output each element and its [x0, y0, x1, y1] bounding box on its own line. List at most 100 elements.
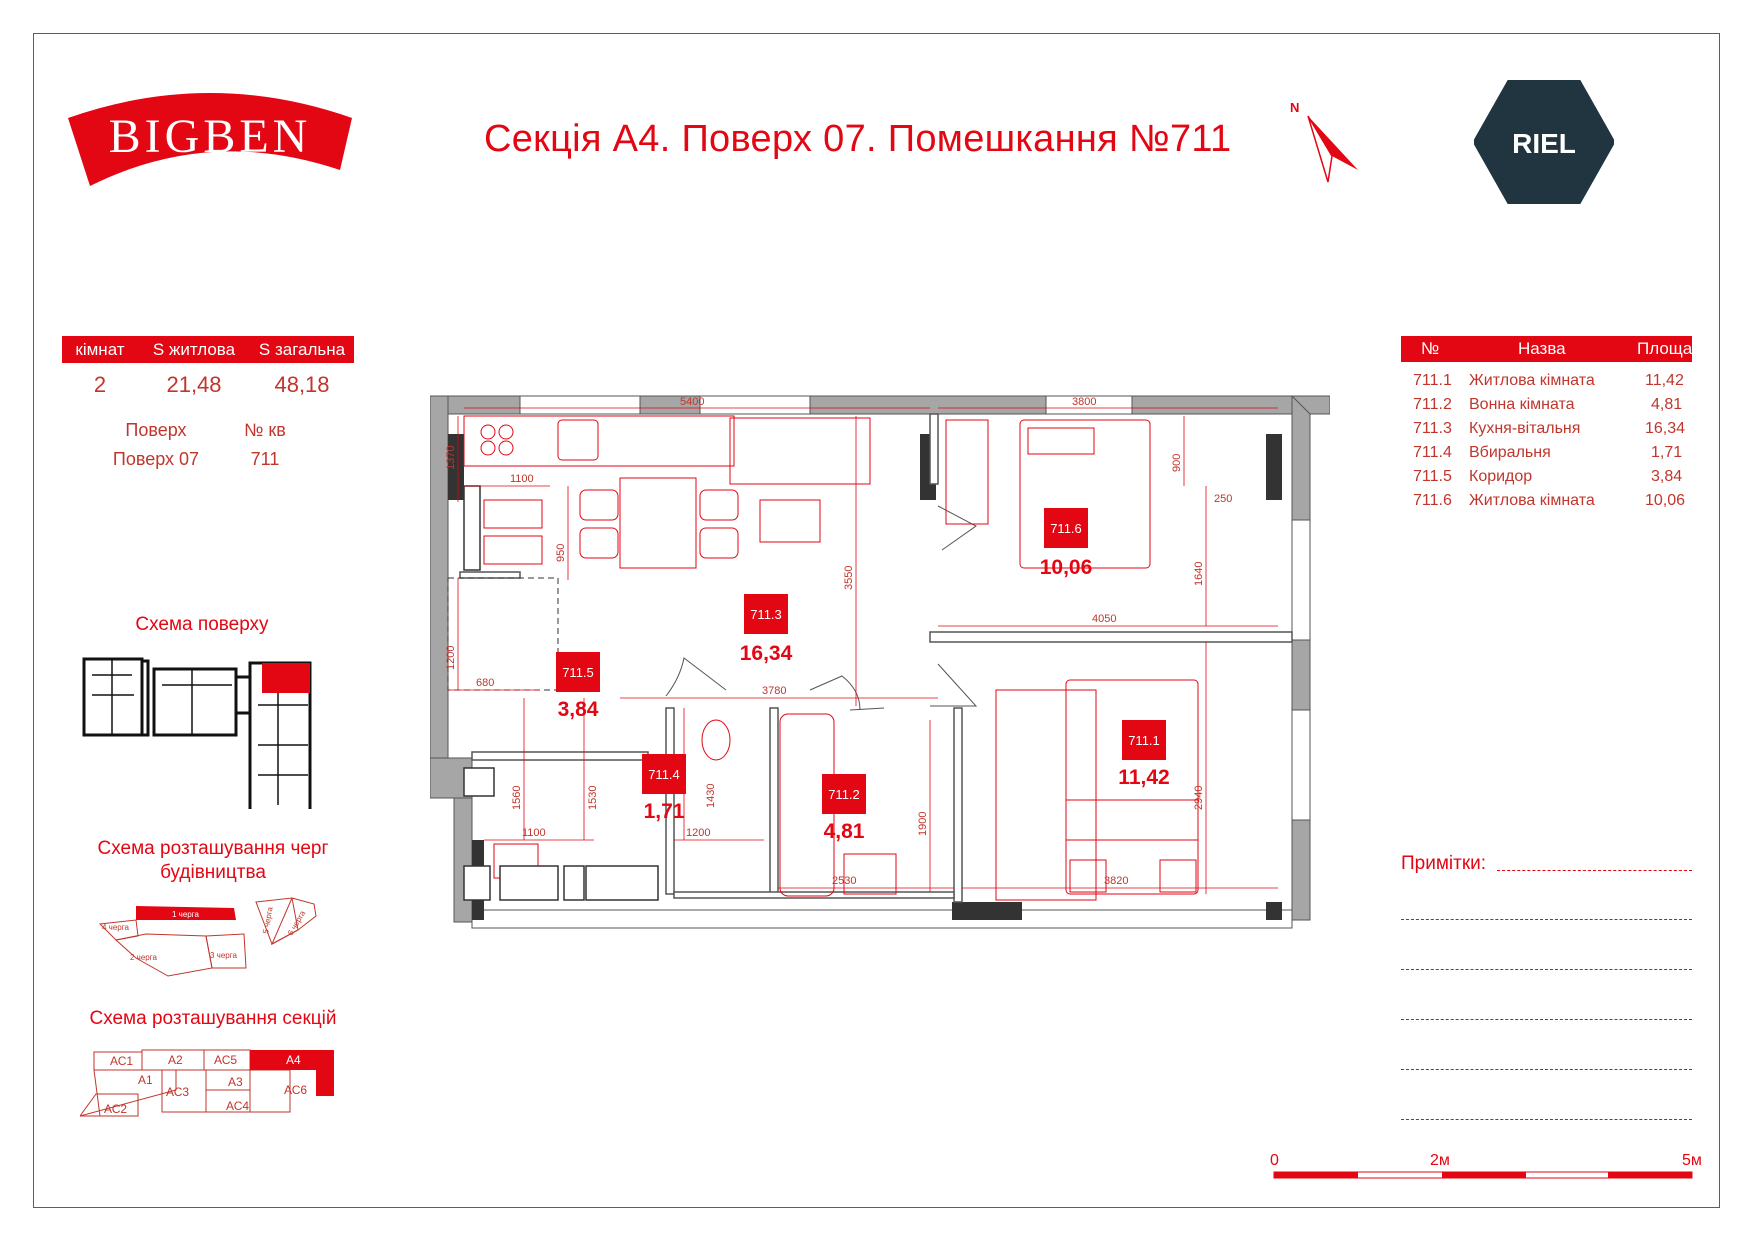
queue-4-label: 4 черга [102, 923, 129, 932]
room-tag-711-2: 711.2 [828, 787, 860, 802]
row-name: Вонна кімната [1469, 396, 1575, 413]
row-area: 10,06 [1645, 492, 1686, 509]
notes-line [1401, 1119, 1692, 1120]
notes-line [1401, 1019, 1692, 1020]
row-name: Коридор [1469, 468, 1533, 485]
dim-label: 1100 [522, 827, 546, 839]
row-area: 4,81 [1651, 396, 1683, 413]
summary-header: кімнат S житлова S загальна [62, 336, 354, 363]
dim-label: 1200 [445, 646, 457, 670]
scale-label-0: 0 [1270, 1152, 1279, 1169]
summary-header-total: S загальна [258, 339, 346, 359]
section-ac4: АС4 [226, 1099, 249, 1113]
queues-scheme: 1 черга 2 черга 3 черга 4 черга 5 черга … [98, 897, 317, 977]
rooms-table-header-no: № [1421, 339, 1440, 358]
notes-label: Примітки: [1401, 853, 1487, 874]
rooms-table-row: 711.5 Коридор 3,84 [1401, 468, 1692, 492]
row-area: 11,42 [1645, 372, 1684, 389]
rooms-table-row: 711.2 Вонна кімната 4,81 [1401, 396, 1692, 420]
room-tag-711-4: 711.4 [648, 767, 680, 782]
compass-letter: N [1290, 100, 1299, 115]
section-a3: А3 [228, 1075, 243, 1089]
room-area-711-6: 10,06 [1040, 556, 1093, 579]
riel-logo-text: RIEL [1512, 128, 1576, 159]
queue-2-label: 2 черга [130, 953, 157, 962]
section-ac6: АС6 [284, 1083, 307, 1097]
queues-scheme-title-line1: Схема розташування черг [97, 838, 329, 859]
row-name: Кухня-вітальня [1469, 420, 1581, 437]
rooms-table-row: 711.6 Житлова кімната 10,06 [1401, 492, 1692, 516]
sections-scheme: АС1 А2 АС5 А4 А1 АС3 А3 АС6 АС2 АС4 [80, 1049, 334, 1117]
dim-label: 3780 [762, 685, 786, 697]
summary-living-value: 21,48 [166, 372, 222, 397]
dim-label: 1560 [511, 786, 523, 810]
apt-value: 711 [250, 449, 280, 469]
dim-label: 950 [555, 544, 567, 562]
rooms-table-row: 711.1 Житлова кімната 11,42 [1401, 372, 1692, 396]
scale-label-2m: 2м [1430, 1152, 1450, 1169]
dim-label: 3800 [1072, 396, 1096, 408]
floor-label: Поверх [125, 420, 187, 440]
dim-label: 680 [476, 677, 494, 689]
summary-header-rooms: кімнат [75, 339, 125, 359]
floor-scheme [82, 657, 312, 809]
row-no: 711.6 [1413, 492, 1452, 509]
row-area: 1,71 [1651, 444, 1683, 461]
queue-3-label: 3 черга [210, 951, 237, 960]
scale-label-5m: 5м [1682, 1152, 1702, 1169]
rooms-table-header: № Назва Площа [1401, 336, 1692, 362]
row-name: Вбиральня [1469, 444, 1551, 461]
rooms-table-row: 711.3 Кухня-вітальня 16,34 [1401, 420, 1692, 444]
room-area-711-4: 1,71 [644, 800, 685, 823]
room-tag-711-1: 711.1 [1128, 733, 1160, 748]
dim-label: 1900 [917, 812, 929, 836]
room-tag-711-5: 711.5 [562, 665, 594, 680]
bigben-logo-text: BIGBEN [109, 110, 312, 163]
room-area-711-5: 3,84 [558, 698, 599, 721]
row-no: 711.1 [1413, 372, 1452, 389]
queue-5-label: 5 черга [261, 906, 275, 935]
page-frame [33, 33, 1720, 1208]
apt-label: № кв [244, 420, 286, 440]
rooms-table-header-area: Площа [1637, 339, 1693, 358]
section-ac5: АС5 [214, 1053, 237, 1067]
page-title: Секція А4. Поверх 07. Помешкання №711 [484, 118, 1232, 160]
dim-label: 1640 [1193, 562, 1205, 586]
dim-label: 250 [1214, 493, 1232, 505]
dim-label: 2940 [1193, 786, 1205, 810]
dim-label: 5400 [680, 396, 704, 408]
section-a1: А1 [138, 1073, 153, 1087]
summary-values: 2 21,48 48,18 [62, 372, 354, 398]
row-no: 711.5 [1413, 468, 1452, 485]
sections-scheme-title: Схема розташування секцій [89, 1008, 337, 1029]
room-tag-711-3: 711.3 [750, 607, 782, 622]
rooms-table-row: 711.4 Вбиральня 1,71 [1401, 444, 1692, 468]
dim-label: 3550 [843, 566, 855, 590]
notes-line [1401, 1069, 1692, 1070]
rooms-table-header-name: Назва [1518, 339, 1566, 358]
north-arrow-icon: N [1290, 100, 1358, 183]
scale-bar [1273, 1171, 1693, 1179]
dim-label: 1430 [705, 784, 717, 808]
dim-label: 1530 [587, 786, 599, 810]
row-name: Житлова кімната [1469, 492, 1595, 509]
dim-label: 1200 [686, 827, 710, 839]
notes-line [1401, 919, 1692, 920]
room-area-711-3: 16,34 [740, 642, 793, 665]
dim-label: 900 [1171, 454, 1183, 472]
section-a4: А4 [286, 1053, 301, 1067]
summary-rooms-value: 2 [93, 372, 107, 397]
summary-header-living: S житлова [152, 339, 236, 359]
section-a2: А2 [168, 1053, 183, 1067]
riel-logo: RIEL [1474, 80, 1614, 204]
queue-1-label: 1 черга [172, 910, 199, 919]
queues-scheme-title-line2: будівництва [160, 862, 266, 883]
notes-line [1401, 969, 1692, 970]
notes-line [1497, 870, 1692, 871]
row-name: Житлова кімната [1469, 372, 1595, 389]
row-area: 3,84 [1651, 468, 1683, 485]
row-no: 711.3 [1413, 420, 1452, 437]
section-ac2: АС2 [104, 1102, 127, 1116]
row-area: 16,34 [1645, 420, 1686, 437]
section-ac1: АС1 [110, 1054, 133, 1068]
